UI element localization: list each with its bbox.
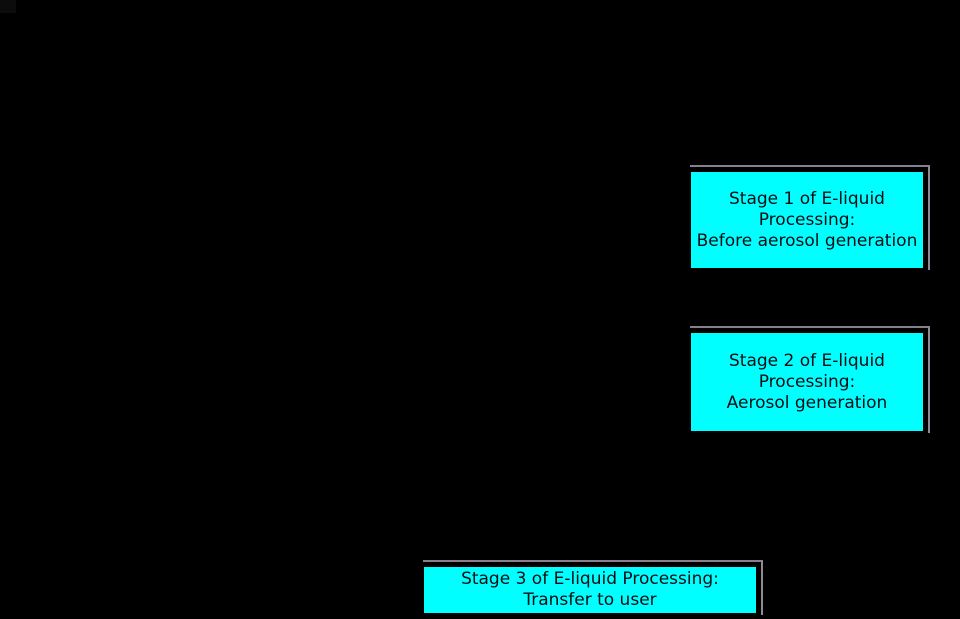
stage-2-label: Stage 2 of E-liquid Processing: Aerosol …: [726, 350, 888, 413]
stage-3-box: Stage 3 of E-liquid Processing: Transfer…: [423, 560, 763, 615]
corner-artifact: [0, 0, 16, 13]
stage-1-label: Stage 1 of E-liquid Processing: Before a…: [696, 188, 918, 251]
stage-1-box: Stage 1 of E-liquid Processing: Before a…: [690, 165, 930, 270]
stage-3-label: Stage 3 of E-liquid Processing: Transfer…: [461, 569, 719, 610]
stage-2-box: Stage 2 of E-liquid Processing: Aerosol …: [690, 326, 930, 433]
